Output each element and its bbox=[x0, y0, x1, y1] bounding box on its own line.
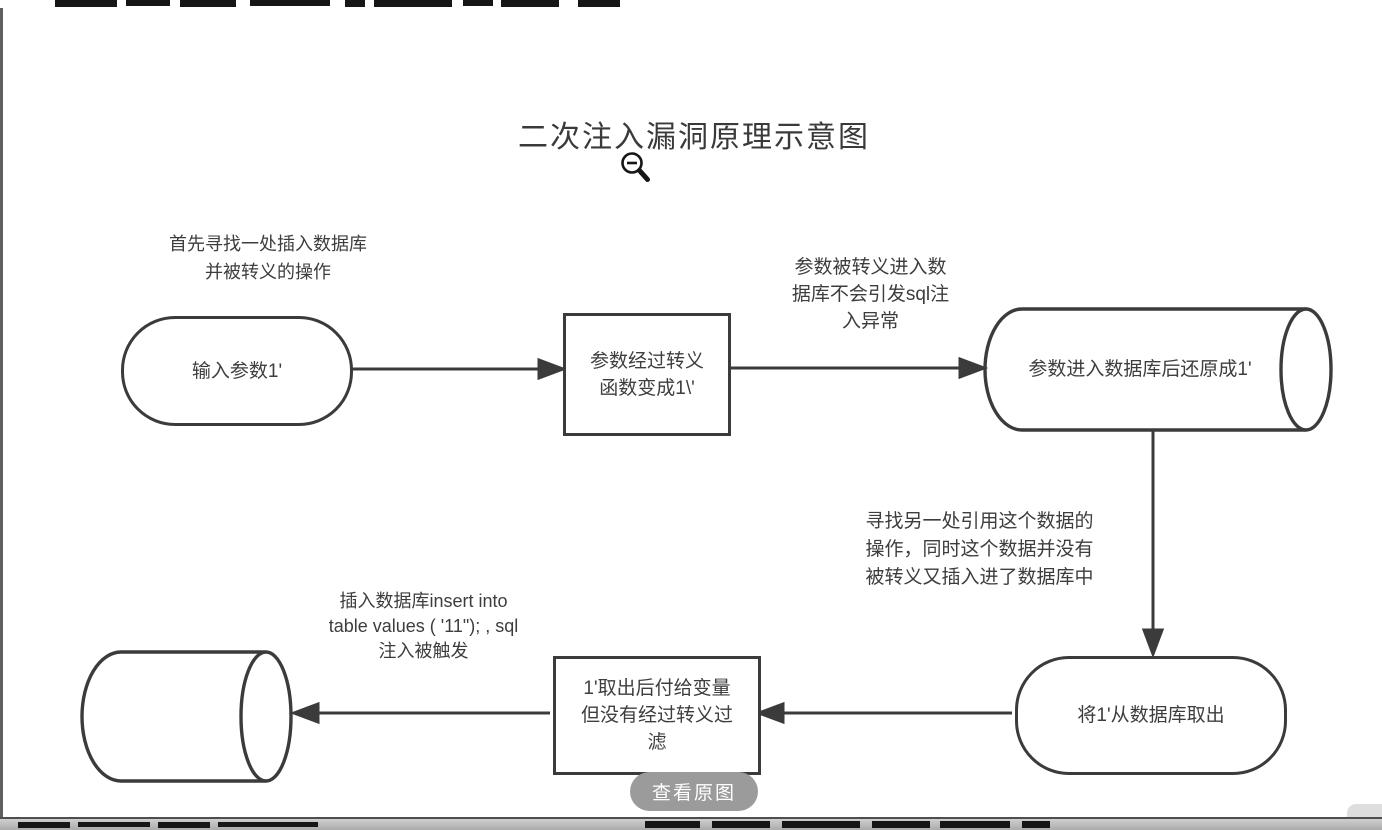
background-text-fragment bbox=[872, 821, 930, 828]
node-label: 1'取出后付给变量 但没有经过转义过 滤 bbox=[580, 678, 733, 753]
background-text-fragment bbox=[712, 821, 770, 828]
annotation-step4: 插入数据库insert into table values ( '11"); ,… bbox=[328, 591, 519, 661]
background-page-bottom bbox=[0, 817, 1382, 830]
node-label: 输入参数1' bbox=[191, 360, 283, 382]
arrowhead-right bbox=[537, 357, 568, 381]
node-escape-function: 参数经过转义 函数变成1\' bbox=[563, 313, 731, 436]
page-edge-left bbox=[0, 0, 3, 828]
diagram-image[interactable]: 二次注入漏洞原理示意图 bbox=[3, 8, 1382, 817]
background-text-fragment bbox=[180, 0, 236, 7]
corner-tab bbox=[1347, 804, 1382, 818]
node-label: 参数经过转义 函数变成1\' bbox=[589, 350, 704, 399]
arrowhead-right bbox=[958, 356, 989, 380]
background-text-fragment bbox=[78, 822, 150, 827]
view-original-button[interactable]: 查看原图 bbox=[630, 772, 758, 811]
annotation-step3: 寻找另一处引用这个数据的 操作，同时这个数据并没有 被转义又插入进了数据库中 bbox=[865, 511, 1094, 588]
arrowhead-left bbox=[754, 701, 785, 725]
background-page-top bbox=[0, 0, 1382, 8]
diagram-title: 二次注入漏洞原理示意图 bbox=[518, 121, 870, 154]
cylinder-db-final bbox=[80, 650, 293, 783]
background-text-fragment bbox=[578, 0, 620, 7]
background-text-fragment bbox=[126, 0, 170, 6]
background-text-fragment bbox=[55, 0, 117, 7]
annotation-step1: 首先寻找一处插入数据库 并被转义的操作 bbox=[169, 234, 367, 282]
background-text-fragment bbox=[645, 821, 700, 828]
node-assign-variable: 1'取出后付给变量 但没有经过转义过 滤 bbox=[553, 656, 761, 775]
node-input-param: 输入参数1' bbox=[121, 316, 353, 426]
background-text-fragment bbox=[250, 0, 330, 6]
zoom-out-cursor-icon bbox=[621, 152, 650, 182]
background-text-fragment bbox=[158, 822, 210, 828]
node-label: 将1'从数据库取出 bbox=[1077, 705, 1225, 726]
flow-arrows bbox=[289, 356, 1165, 725]
arrowhead-down bbox=[1141, 628, 1165, 659]
background-text-fragment bbox=[782, 821, 860, 828]
annotation-step2: 参数被转义进入数 据库不会引发sql注 入异常 bbox=[791, 257, 950, 332]
background-text-fragment bbox=[374, 0, 452, 7]
background-text-fragment bbox=[463, 0, 493, 6]
background-text-fragment bbox=[218, 822, 318, 827]
arrowhead-left bbox=[289, 701, 320, 725]
background-text-fragment bbox=[345, 0, 365, 7]
background-text-fragment bbox=[1022, 821, 1050, 828]
cylinder-db-restored bbox=[983, 307, 1333, 432]
background-text-fragment bbox=[501, 0, 559, 7]
node-db-restored-label: 参数进入数据库后还原成1' bbox=[990, 312, 1290, 427]
node-label: 参数进入数据库后还原成1' bbox=[1028, 359, 1252, 380]
background-text-fragment bbox=[18, 822, 70, 828]
node-fetch-from-db: 将1'从数据库取出 bbox=[1015, 656, 1287, 775]
background-text-fragment bbox=[940, 821, 1010, 828]
